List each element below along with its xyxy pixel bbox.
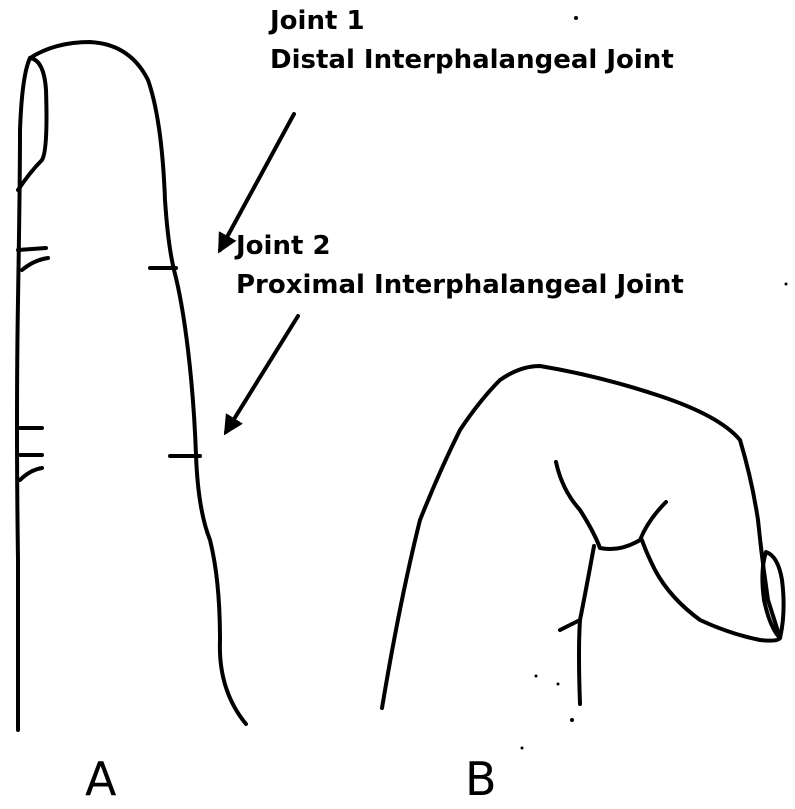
joint2-crease-a (20, 468, 42, 480)
palm-crease-b (560, 620, 580, 630)
joint1-title: Joint 1 (270, 8, 365, 34)
scan-speck (574, 16, 578, 20)
joint1-arrow (220, 114, 294, 250)
bent-finger (382, 366, 784, 708)
scan-speck (535, 675, 538, 678)
scan-speck (785, 283, 788, 286)
joint2-name: Proximal Interphalangeal Joint (236, 272, 684, 298)
scan-speck (557, 683, 560, 686)
joint1-name: Distal Interphalangeal Joint (270, 47, 674, 73)
panel-b-label: B (465, 756, 497, 802)
joint1-crease-a (22, 258, 48, 270)
finger-a-outline (17, 42, 246, 730)
fingernail-a (18, 58, 47, 190)
scan-speck (570, 718, 574, 722)
joint1-crease-a (18, 248, 46, 250)
joint2-title: Joint 2 (236, 233, 331, 259)
palm-line-b (579, 546, 594, 704)
panel-a-label: A (85, 756, 116, 802)
straight-finger (17, 42, 246, 730)
scan-speck (521, 747, 524, 750)
knuckle-fold-b (556, 462, 666, 549)
joint2-arrow (226, 316, 298, 432)
